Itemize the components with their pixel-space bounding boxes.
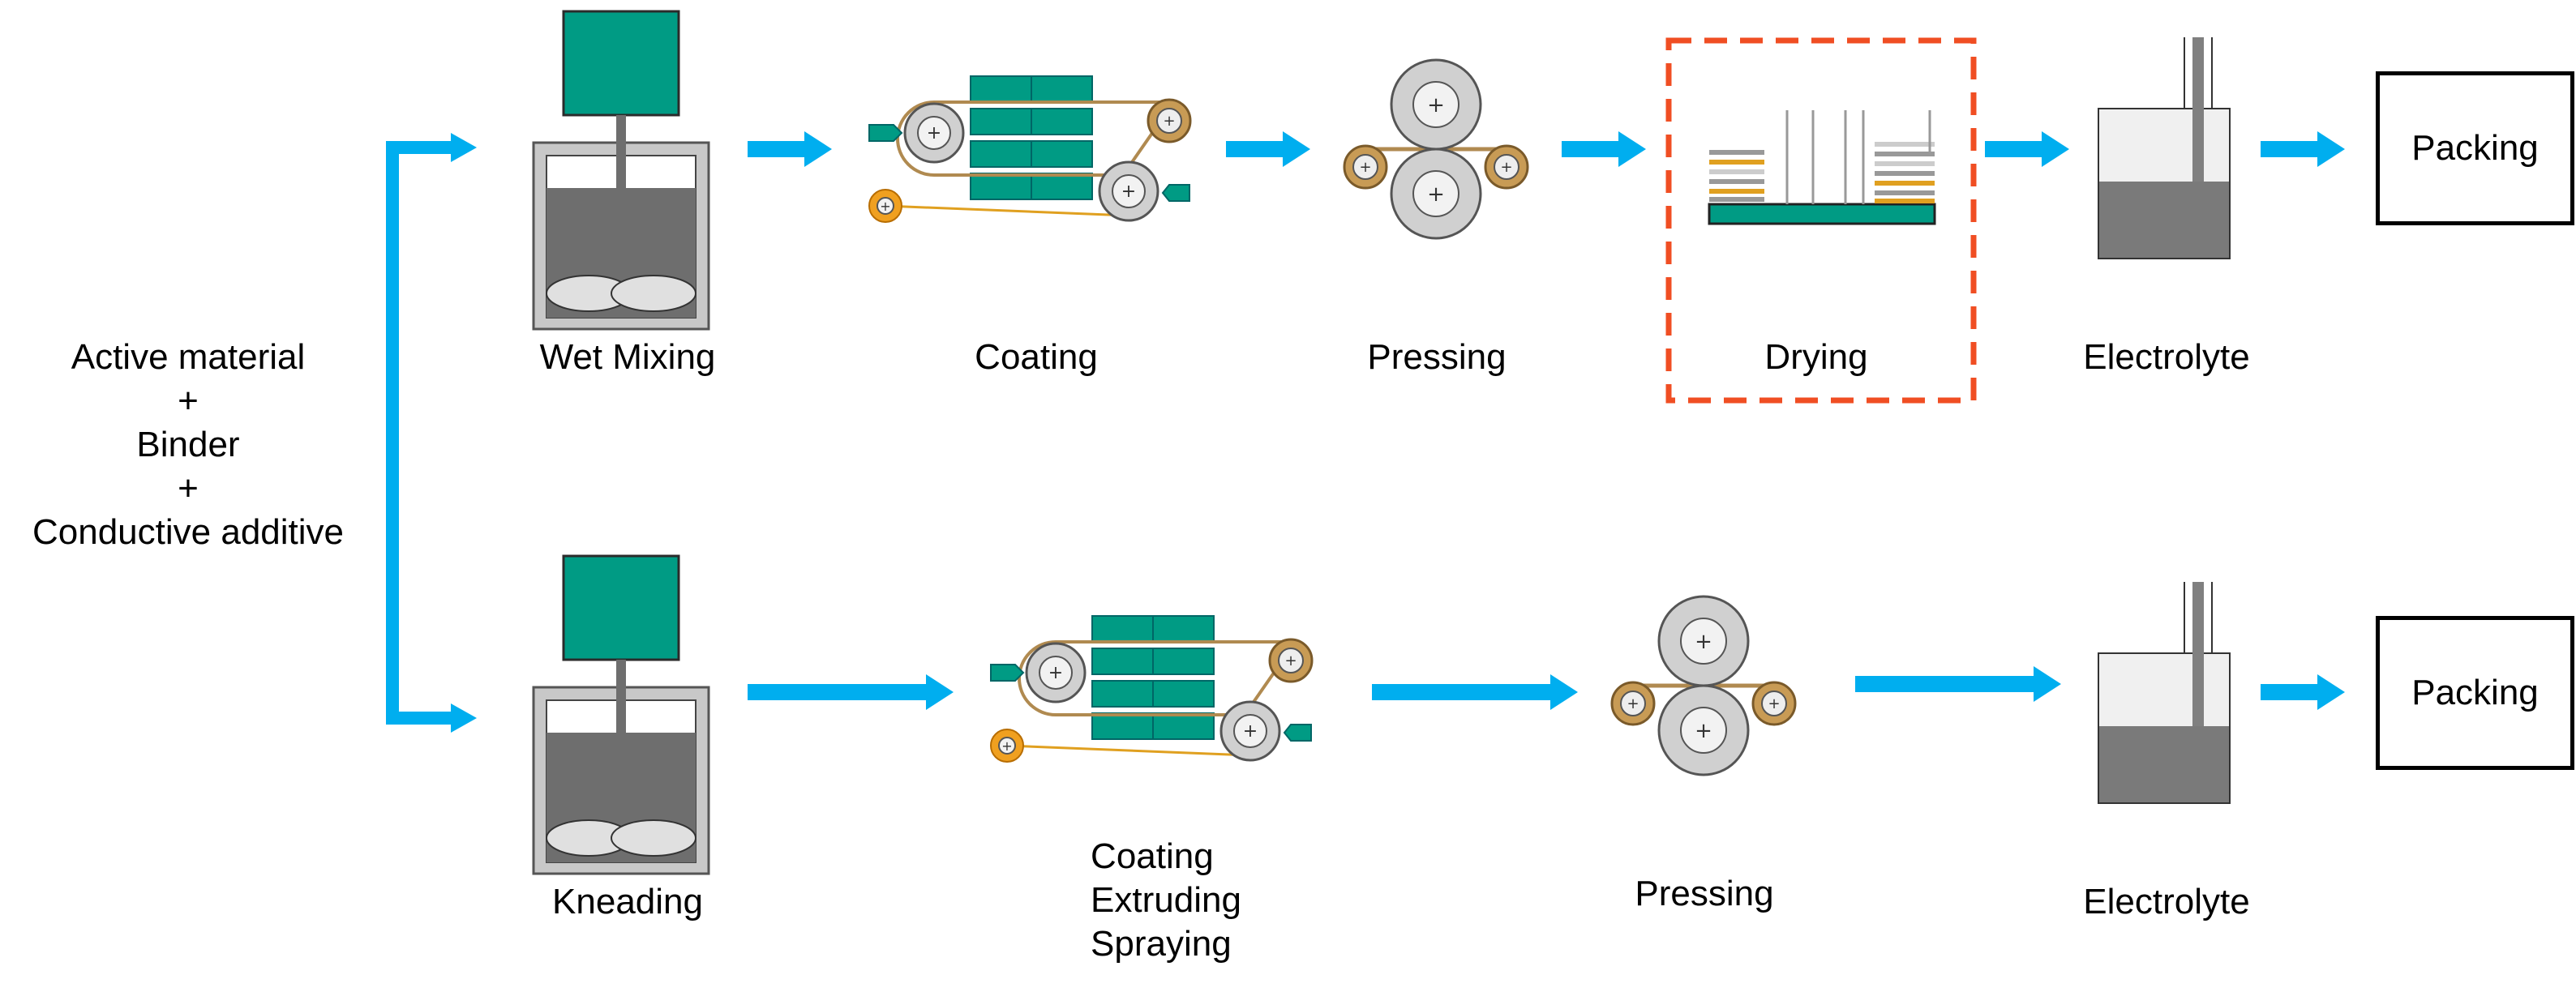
label-extruding: Extruding <box>1091 880 1241 920</box>
electrolyte-tank-icon-bottom <box>2098 581 2231 804</box>
press-rollers-icon <box>1344 60 1528 238</box>
label-packing: Packing <box>2411 128 2539 168</box>
label-kneading: Kneading <box>552 882 703 921</box>
input-plus-2: + <box>178 468 199 508</box>
mixer-icon <box>532 10 710 331</box>
press-rollers-icon-bottom <box>1612 596 1795 775</box>
kneader-icon <box>532 554 710 875</box>
splitter-arrow <box>386 133 477 733</box>
flow-arrows-top <box>748 131 2345 167</box>
label-pressing: Pressing <box>1367 337 1507 377</box>
label-packing-bottom: Packing <box>2411 673 2539 712</box>
label-drying: Drying <box>1764 337 1868 377</box>
label-wet-mixing: Wet Mixing <box>539 337 716 377</box>
label-coating: Coating <box>975 337 1098 377</box>
inputs-label: Active material + Binder + Conductive ad… <box>32 336 344 554</box>
drying-highlight-box <box>1665 37 1977 404</box>
input-plus-1: + <box>178 381 199 421</box>
label-coating-extruding-spraying: Coating Extruding Spraying <box>1091 835 1241 966</box>
label-coating-bottom: Coating <box>1091 836 1214 876</box>
drying-oven-icon <box>1708 110 1936 225</box>
input-binder: Binder <box>136 425 240 464</box>
label-electrolyte-bottom: Electrolyte <box>2083 882 2250 921</box>
packing-box-bottom: Packing <box>2376 616 2574 770</box>
input-conductive-additive: Conductive additive <box>32 512 345 552</box>
coating-machine-icon-bottom <box>991 616 1312 762</box>
label-electrolyte: Electrolyte <box>2083 337 2250 377</box>
label-pressing-bottom: Pressing <box>1635 874 1774 913</box>
electrolyte-tank-icon <box>2098 36 2231 259</box>
input-active-material: Active material <box>71 337 306 377</box>
label-spraying: Spraying <box>1091 924 1232 964</box>
packing-box-top: Packing <box>2376 71 2574 225</box>
flow-arrows-bottom <box>748 666 2345 710</box>
coating-machine-icon <box>869 76 1190 222</box>
